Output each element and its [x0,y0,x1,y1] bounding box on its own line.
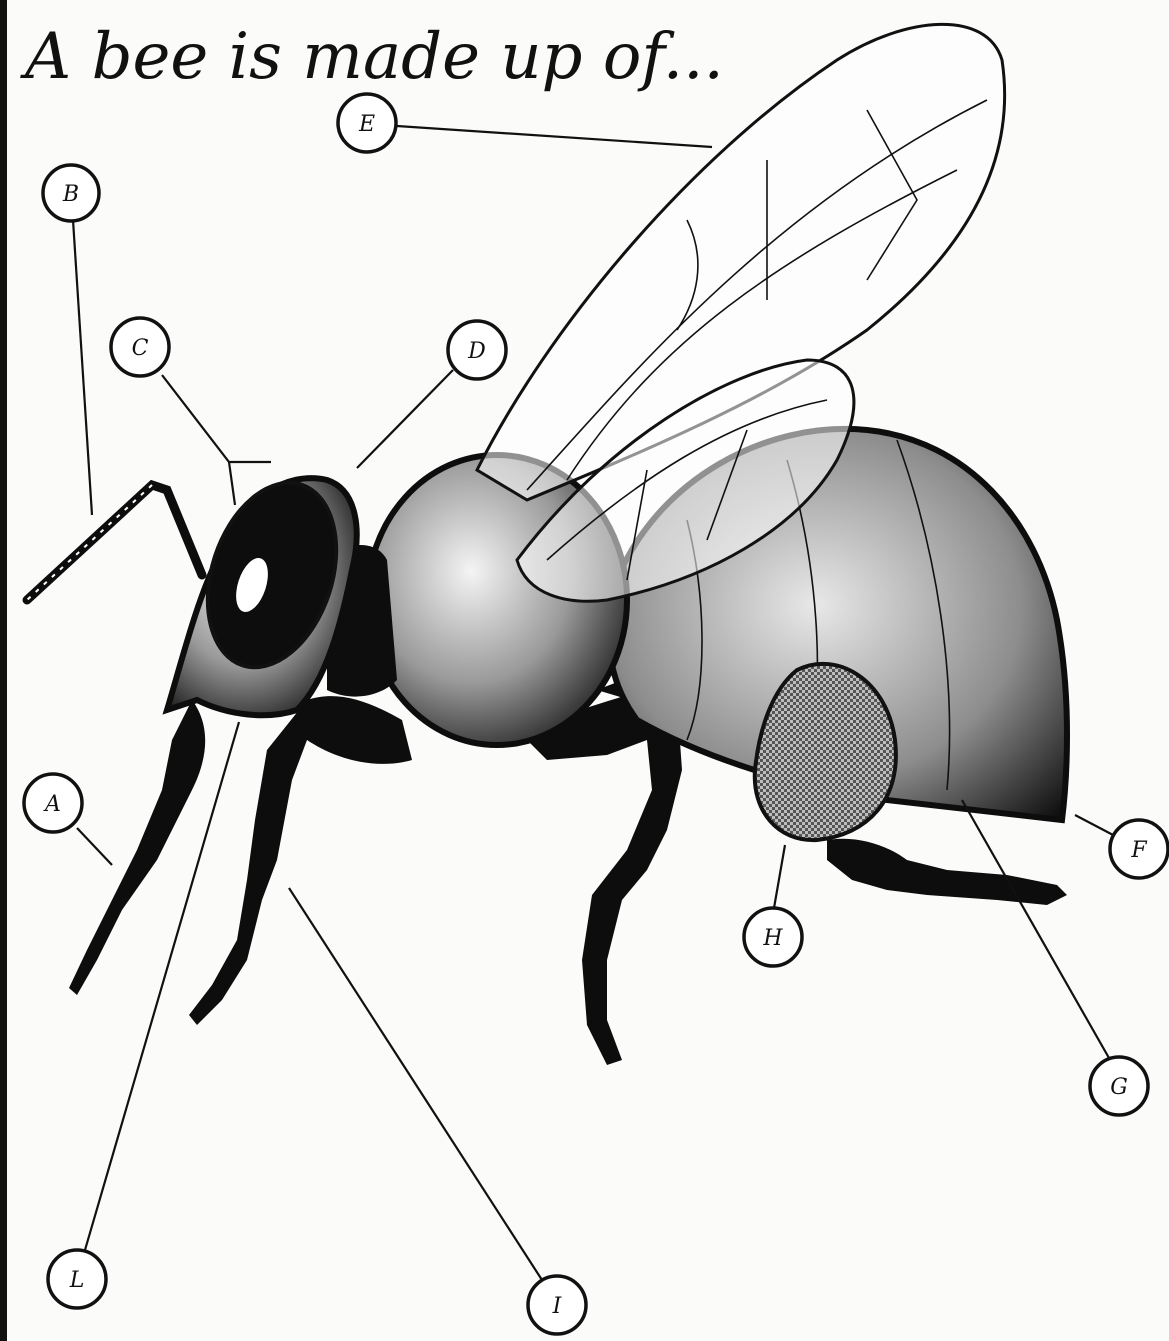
proboscis [69,700,205,995]
bee-diagram-svg: A bee is made up of... [7,0,1169,1341]
label-c-text: C [132,336,149,361]
leader-c-branch [229,462,235,505]
label-l: L [48,1250,106,1308]
hind-leg-tarsus [827,839,1067,905]
label-g-text: G [1110,1075,1128,1100]
leader-c [162,375,271,462]
leader-f [1075,815,1115,836]
label-a-text: A [43,792,61,817]
label-e-text: E [358,112,375,137]
label-i-text: I [552,1294,563,1319]
middle-leg [517,690,682,1065]
label-e: E [338,94,396,152]
leader-e [397,126,712,147]
leader-i [289,888,542,1280]
leader-d [357,370,453,468]
page-title: A bee is made up of... [20,20,724,94]
label-h: H [744,908,802,966]
label-i: I [528,1276,586,1334]
leader-g [962,800,1109,1058]
leader-a [77,828,112,865]
label-l-text: L [69,1268,85,1293]
label-f-text: F [1130,838,1147,863]
label-f: F [1110,820,1168,878]
label-h-text: H [762,926,783,951]
label-a: A [24,774,82,832]
leader-h [774,845,785,908]
label-d-text: D [467,339,486,364]
front-leg [189,696,412,1025]
label-d: D [448,321,506,379]
bee-illustration [27,24,1067,1065]
label-g: G [1090,1057,1148,1115]
leader-b [73,220,92,515]
antenna [27,485,202,600]
label-b-text: B [62,182,79,207]
label-b: B [43,165,99,221]
label-c: C [111,318,169,376]
